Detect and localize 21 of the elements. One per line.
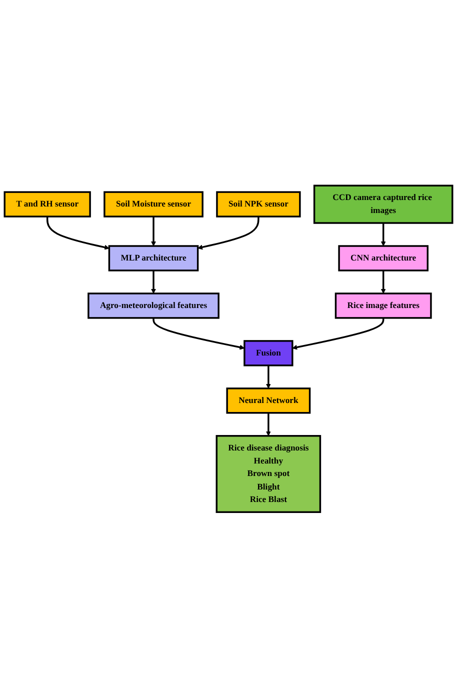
- arrow: [380, 223, 386, 246]
- arrow: [46, 216, 110, 250]
- node-box: Rice image features: [334, 292, 432, 319]
- node-box: T and RH sensor: [4, 191, 91, 218]
- node-box: Fusion: [244, 340, 294, 366]
- arrow: [198, 216, 260, 250]
- node-box: MLP architecture: [108, 245, 199, 272]
- arrow: [380, 270, 386, 294]
- arrow: [266, 366, 271, 389]
- node-box: Soil NPK sensor: [216, 191, 301, 218]
- arrow: [292, 318, 384, 350]
- arrow: [152, 318, 245, 350]
- node-box: Neural Network: [226, 388, 311, 414]
- arrow: [150, 216, 156, 246]
- node-box: Agro-meteorological features: [88, 292, 220, 319]
- node-box: Rice disease diagnosis Healthy Brown spot Blight Rice Blast: [216, 435, 322, 514]
- node-box: Soil Moisture sensor: [104, 191, 204, 218]
- node-box: CNN architecture: [338, 245, 429, 272]
- arrow: [266, 413, 271, 436]
- arrow: [150, 270, 156, 294]
- node-box: CCD camera captured rice images: [313, 184, 454, 224]
